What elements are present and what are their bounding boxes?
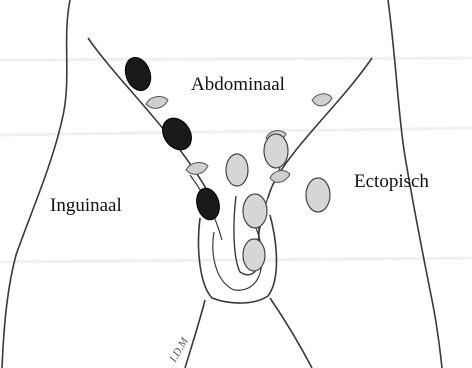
testis-abdominal-low: [157, 113, 198, 156]
testis-ectopic-1: [226, 154, 248, 186]
testis-inguinal: [193, 186, 223, 223]
hatch-left-upper: [146, 97, 168, 109]
hatch-right-upper: [312, 94, 332, 106]
label-ectopic: Ectopisch: [354, 171, 429, 193]
left-thigh-line: [185, 300, 205, 368]
testis-ectopic-5: [243, 239, 265, 271]
testis-ectopic-3: [306, 178, 330, 212]
light-testis-positions: [226, 134, 330, 271]
right-thigh-line: [270, 298, 312, 368]
left-flank-line: [2, 0, 70, 368]
left-inguinal-line: [88, 38, 212, 200]
testis-ectopic-2: [264, 134, 288, 168]
label-abdominal: Abdominaal: [191, 74, 285, 96]
label-inguinal: Inguinaal: [50, 195, 122, 217]
hatch-left-lower: [186, 163, 208, 175]
testis-ectopic-4: [243, 194, 267, 228]
hatch-right-lower: [270, 171, 290, 183]
